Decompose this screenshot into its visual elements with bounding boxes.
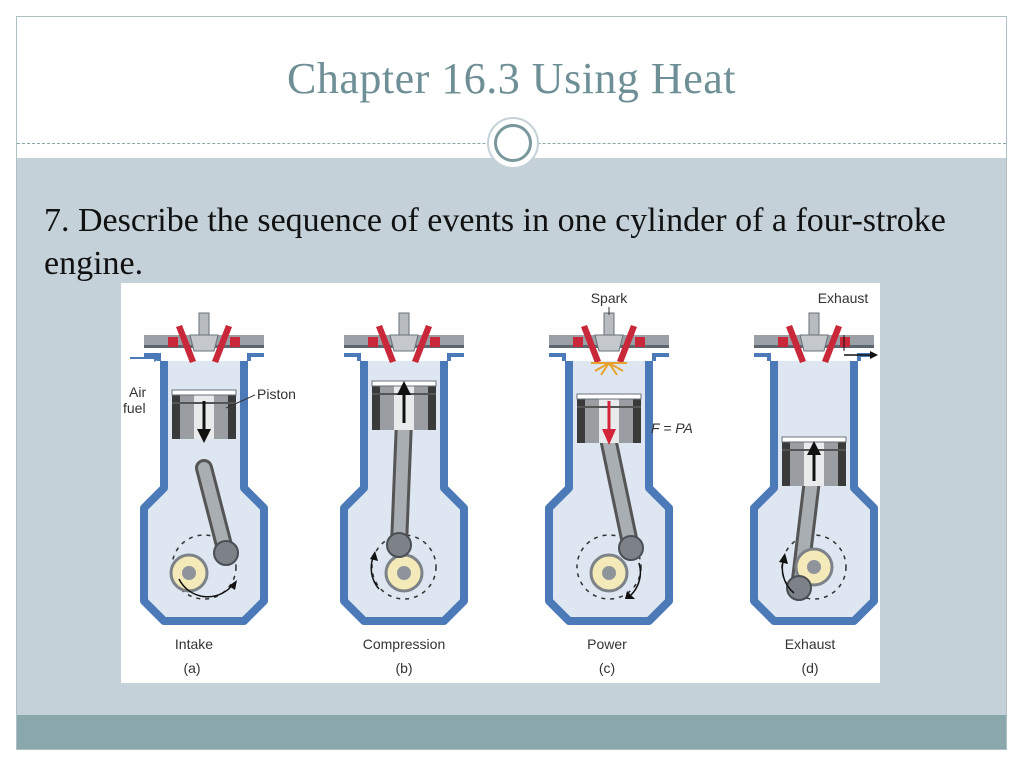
slide-title: Chapter 16.3 Using Heat [287,54,736,103]
stroke-name-label: Exhaust [785,636,836,652]
force-label: F = PA [651,420,693,436]
engine-diagram: Spark Exhaust Air fuel Piston F = PA Int… [121,283,880,683]
stroke-name-label: Intake [175,636,213,652]
stroke-name-label: Power [587,636,627,652]
stroke-power [549,313,669,621]
spark-burst-icon [591,362,627,376]
fuel-label: fuel [123,400,146,416]
stroke-letter-label: (c) [599,660,615,676]
footer-bar [17,715,1006,749]
stroke-exhaust [754,313,878,621]
stroke-intake [130,313,264,621]
spark-label: Spark [591,290,629,306]
stroke-name-label: Compression [363,636,445,652]
stroke-letter-label: (a) [183,660,200,676]
exhaust-top-label: Exhaust [818,290,869,306]
stroke-letter-label: (d) [801,660,818,676]
air-label: Air [129,384,146,400]
divider-circle-inner [494,124,532,162]
stroke-compression [344,313,464,621]
divider-circle-ornament [487,117,539,169]
slide-frame: Chapter 16.3 Using Heat 7. Describe the … [16,16,1007,750]
bullet-text: 7. Describe the sequence of events in on… [44,202,946,282]
stroke-letter-label: (b) [395,660,412,676]
piston-label: Piston [257,386,296,402]
